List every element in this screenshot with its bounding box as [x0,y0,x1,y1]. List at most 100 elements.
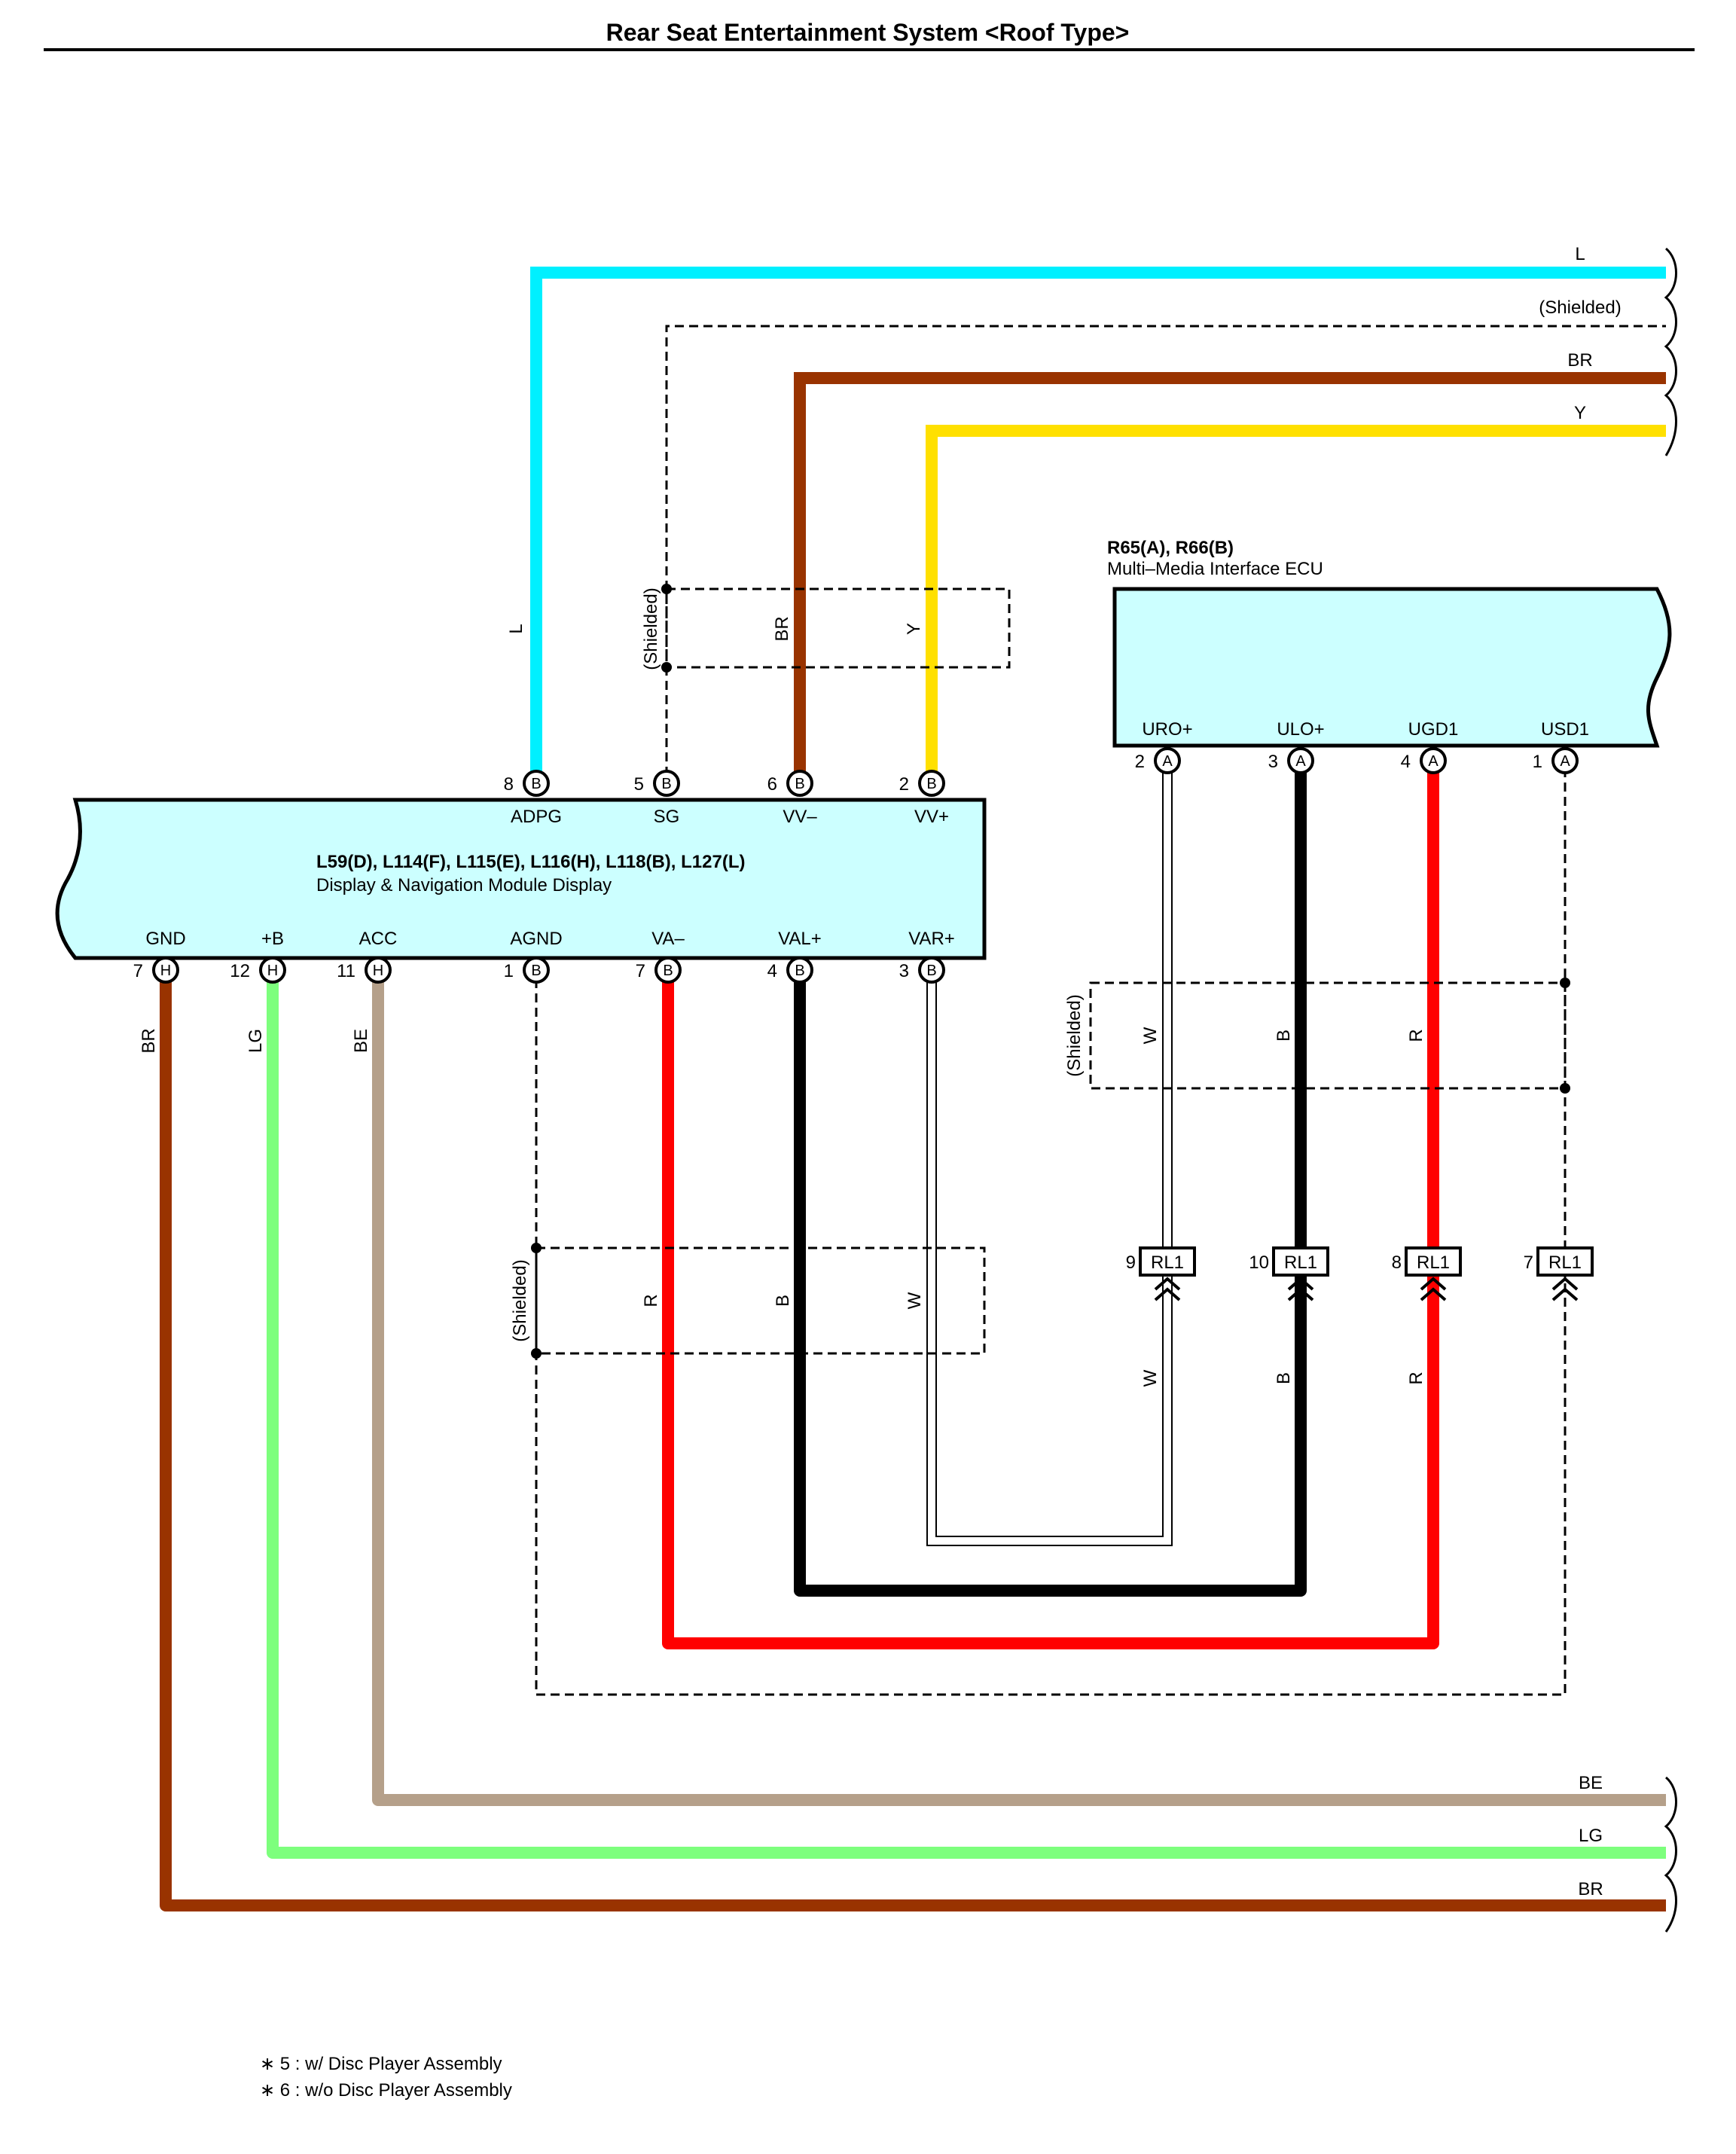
svg-text:11: 11 [337,961,355,981]
junction-rl1: RL1 10 [1249,1246,1329,1301]
svg-text:3: 3 [899,961,909,981]
svg-text:RL1: RL1 [1151,1252,1184,1273]
page-title: Rear Seat Entertainment System <Roof Typ… [606,19,1130,46]
svg-text:VA–: VA– [651,929,685,949]
svg-text:B: B [795,776,804,792]
display-bottom-pin: VAR+ B 3 [899,929,955,984]
svg-text:+B: +B [261,929,284,949]
shield-box-ecu [1089,981,1567,1090]
wire-label: R [1406,1371,1426,1384]
svg-text:GND: GND [145,929,185,949]
svg-text:H: H [373,963,383,979]
svg-text:A: A [1162,753,1173,770]
svg-text:7: 7 [636,961,645,981]
svg-text:VAL+: VAL+ [778,929,822,949]
display-top-pin: B 6 VV– [767,770,817,827]
svg-text:ADPG: ADPG [511,807,562,827]
display-bottom-pin: VA– B 7 [636,929,685,984]
display-bottom-pin: +B H 12 [230,929,286,984]
ecu-name: Multi–Media Interface ECU [1107,559,1323,579]
svg-text:8: 8 [504,774,514,795]
shield-dot [531,1348,542,1359]
ecu-pin: UGD1 A 4 [1401,719,1459,774]
display-top-pin: B 8 ADPG [504,770,562,827]
wire-label: B [773,1295,793,1307]
svg-text:1: 1 [504,961,514,981]
ecu-pin: ULO+ A 3 [1268,719,1325,774]
wire-be [372,979,1666,1806]
svg-text:ACC: ACC [359,929,398,949]
svg-text:A: A [1560,753,1570,770]
svg-text:H: H [160,963,171,979]
svg-text:6: 6 [767,774,777,795]
wire-label: Y [904,623,924,635]
svg-text:B: B [663,963,673,979]
svg-text:7: 7 [1524,1252,1533,1273]
wire-l [530,267,1666,776]
display-bottom-pin: AGND B 1 [504,929,563,984]
footnote: ∗ 5 : w/ Disc Player Assembly [260,2054,502,2074]
svg-text:12: 12 [230,961,250,981]
svg-text:4: 4 [767,961,777,981]
shield-box-top [665,587,1011,669]
svg-text:A: A [1428,753,1439,770]
junction-rl1: RL1 8 [1392,1246,1462,1301]
display-bottom-pin: ACC H 11 [337,929,398,984]
wire-label: B [1274,1030,1294,1042]
svg-text:5: 5 [634,774,644,795]
shielded-label: (Shielded) [641,587,661,670]
svg-text:3: 3 [1268,752,1278,772]
wire-br-gnd [160,979,1666,1911]
wire-br-top [794,372,1666,776]
wire-label: BR [772,616,792,641]
svg-text:UGD1: UGD1 [1408,719,1459,740]
svg-text:AGND: AGND [510,929,562,949]
wire-label: L [1575,244,1585,264]
wire-label: BE [1579,1773,1603,1793]
wire-label: W [1140,1027,1161,1044]
wire-label: R [1406,1029,1426,1042]
svg-text:4: 4 [1401,752,1411,772]
svg-text:RL1: RL1 [1548,1252,1582,1273]
shield-dot [661,662,672,673]
junction-rl1: RL1 9 [1126,1246,1196,1301]
svg-text:A: A [1295,753,1306,770]
display-top-pin: B 5 SG [634,770,680,827]
wire-w-lower [928,768,1171,1545]
junction-rl1: RL1 7 [1524,1246,1594,1301]
shield-dot [531,1243,542,1253]
wire-b-lower [794,768,1307,1597]
display-module-box [55,798,987,960]
svg-text:VV–: VV– [783,807,817,827]
ecu-pin: URO+ A 2 [1135,719,1193,774]
wire-label: LG [1579,1826,1603,1846]
svg-text:URO+: URO+ [1142,719,1192,740]
svg-text:B: B [531,776,541,792]
ecu-pin: USD1 A 1 [1533,719,1589,774]
wire-lg [267,979,1666,1859]
svg-text:H: H [267,963,278,979]
svg-text:8: 8 [1392,1252,1402,1273]
ecu-box [1112,587,1672,748]
wire-y-top [926,425,1666,776]
svg-text:B: B [795,963,804,979]
wire-label: BR [139,1028,159,1053]
ecu-code: R65(A), R66(B) [1107,538,1234,558]
shield-dot [1560,978,1570,988]
svg-text:RL1: RL1 [1284,1252,1317,1273]
wire-label: BR [1567,350,1592,371]
wire-label: BR [1578,1879,1603,1899]
wire-label: LG [246,1029,266,1053]
shield-box-lower [535,1246,986,1355]
svg-text:B: B [926,963,936,979]
svg-text:B: B [531,963,541,979]
display-top-pin: B 2 VV+ [899,770,949,827]
display-bottom-pin: GND H 7 [133,929,186,984]
shield-dot [661,584,672,594]
svg-text:SG: SG [654,807,680,827]
wire-label: Y [1574,403,1586,423]
display-name: Display & Navigation Module Display [316,875,612,895]
svg-text:B: B [926,776,936,792]
footnote: ∗ 6 : w/o Disc Player Assembly [260,2080,512,2101]
svg-text:B: B [661,776,671,792]
